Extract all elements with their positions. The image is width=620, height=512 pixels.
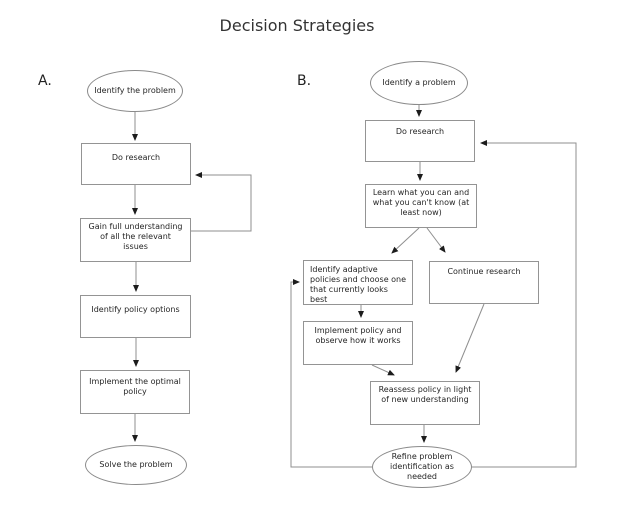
node-b-implement-policy: Implement policy and observe how it work… [303, 321, 413, 365]
node-a-do-research: Do research [81, 143, 191, 185]
node-b-reassess-policy: Reassess policy in light of new understa… [370, 381, 480, 425]
node-a-solve-the-problem: Solve the problem [85, 445, 187, 485]
arrow-b-feedback-refine-to-research [472, 140, 577, 468]
node-b-do-research: Do research [365, 120, 475, 162]
node-label: Learn what you can and what you can't kn… [372, 188, 470, 217]
node-label: Reassess policy in light of new understa… [378, 385, 472, 404]
node-b-identify-adaptive-policies: Identify adaptive policies and choose on… [303, 260, 413, 305]
node-label: Implement policy and observe how it work… [314, 326, 402, 345]
arrow-b-learn-to-continue [426, 227, 446, 253]
node-label: Implement the optimal policy [89, 377, 181, 396]
arrow-a-feedback-gain-to-research [191, 172, 252, 232]
node-a-identify-policy-options: Identify policy options [80, 295, 191, 338]
node-b-learn-what-you-can: Learn what you can and what you can't kn… [365, 184, 477, 228]
node-b-refine-problem: Refine problem identification as needed [372, 446, 472, 488]
node-a-implement-optimal-policy: Implement the optimal policy [80, 370, 190, 414]
node-label: Refine problem identification as needed [390, 452, 454, 481]
node-label: Continue research [447, 267, 521, 276]
node-label: Identify policy options [91, 305, 180, 314]
node-b-continue-research: Continue research [429, 261, 539, 304]
arrow-b-continue-to-reassess [455, 303, 485, 373]
node-label: Identify the problem [94, 86, 176, 95]
node-label: Solve the problem [99, 460, 173, 469]
arrow-b-implement-to-reassess [371, 364, 395, 376]
node-label: Do research [111, 153, 161, 162]
node-a-identify-the-problem: Identify the problem [87, 70, 183, 112]
node-b-identify-a-problem: Identify a problem [370, 61, 468, 105]
node-label: Gain full understanding of all the relev… [88, 222, 183, 251]
panel-a-label: A. [38, 73, 52, 89]
panel-b-label: B. [297, 73, 312, 89]
node-label: Do research [395, 127, 445, 136]
arrow-b-feedback-refine-to-adaptive [290, 279, 372, 468]
node-label: Identify a problem [382, 78, 456, 87]
node-label: Identify adaptive policies and choose on… [310, 265, 407, 304]
arrow-b-learn-to-adaptive [391, 227, 420, 254]
node-a-gain-full-understanding: Gain full understanding of all the relev… [80, 218, 191, 262]
diagram-title: Decision Strategies [219, 16, 375, 35]
